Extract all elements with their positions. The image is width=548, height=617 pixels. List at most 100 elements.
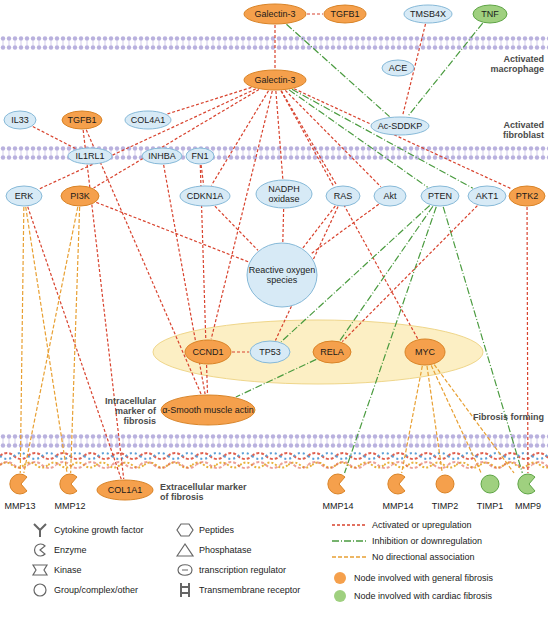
molecule-node: α-Smooth muscle actin [160, 394, 256, 426]
interaction-line [342, 206, 477, 342]
molecule-node: TNF [472, 4, 508, 24]
molecule-shape [421, 186, 459, 206]
fibrosis-membrane [0, 434, 548, 448]
interaction-line [281, 91, 337, 186]
node-label: TP53 [259, 347, 281, 357]
molecule-node: ACE [381, 59, 415, 77]
node-label: IL1RL1 [75, 151, 104, 161]
molecule-node: AKT1 [467, 185, 507, 207]
molecule-node: Galectin-3 [243, 69, 307, 91]
interaction-line [86, 130, 201, 394]
interaction-line [285, 90, 380, 186]
enzyme-symbol [60, 474, 77, 494]
type-symbol [181, 583, 189, 597]
legend-entry: Inhibition or downregulation [330, 536, 482, 546]
molecule-shape [468, 186, 506, 206]
color-swatch [330, 588, 350, 604]
connector-group [20, 14, 528, 479]
molecule-shape [142, 148, 182, 164]
node-label: FN1 [191, 151, 208, 161]
node-label: TGFB1 [330, 9, 359, 19]
type-symbol [177, 524, 193, 536]
node-label: PTK2 [516, 191, 539, 201]
region-label: Fibrosis forming [470, 412, 544, 422]
interaction-line [211, 91, 268, 186]
molecule-shape [326, 186, 360, 206]
node-label: α-Smooth muscle actin [162, 405, 254, 415]
legend-entry: Cytokine growth factor [30, 522, 144, 538]
legend-text: transcription regulator [199, 565, 286, 575]
interaction-line [427, 366, 442, 473]
node-label: MMP14 [312, 501, 364, 511]
node-label: TMSB4X [410, 9, 446, 19]
molecule-shape [405, 339, 445, 365]
interaction-line [443, 207, 522, 473]
molecule-shape [4, 111, 36, 129]
molecule-node: INHBA [141, 147, 183, 165]
node-label: Reactive oxygen species [248, 265, 316, 285]
node-label: MMP14 [372, 501, 424, 511]
type-symbol [35, 544, 45, 556]
node-label: TGFB1 [67, 115, 96, 125]
molecule-node: PTK2 [508, 185, 546, 207]
legend-entry: Kinase [30, 562, 82, 578]
type-symbol [33, 565, 47, 575]
legend-text: Cytokine growth factor [54, 525, 144, 535]
node-label: ERK [15, 191, 34, 201]
molecule-shape [185, 340, 231, 364]
shape-sample [30, 522, 50, 538]
molecule-shape [247, 243, 317, 307]
target-node: MMP12 [50, 473, 90, 511]
node-label: TIMP2 [419, 501, 471, 511]
node-label: PTEN [428, 191, 452, 201]
macrophage-membrane [0, 36, 548, 50]
node-label: MMP13 [0, 501, 46, 511]
line-sample-stroke [332, 524, 366, 526]
node-label: Akt [383, 191, 396, 201]
interaction-line [96, 202, 249, 262]
region-label: Activated fibroblast [462, 120, 544, 140]
molecule-shape [68, 148, 112, 164]
collagen-fibers [0, 457, 548, 473]
type-symbol [177, 544, 193, 556]
molecule-node: Galectin-3 [243, 3, 307, 25]
legend-entry: Transmembrane receptor [175, 582, 300, 598]
molecule-shape [382, 60, 414, 76]
molecule-node: CCND1 [184, 339, 232, 365]
shape-sample [175, 562, 195, 578]
shape-sample [30, 562, 50, 578]
interaction-line [408, 23, 483, 116]
molecule-shape [244, 4, 306, 24]
molecule-shape [186, 148, 214, 164]
shape-sample [30, 582, 50, 598]
molecule-node: TMSB4X [403, 4, 453, 24]
molecule-shape [509, 186, 545, 206]
molecule-node: COL1A1 [96, 479, 154, 501]
group-symbol [34, 584, 46, 596]
molecule-shape [244, 70, 306, 90]
interaction-line [276, 91, 283, 179]
molecule-node: TGFB1 [323, 4, 367, 24]
target-node: MMP14 [378, 473, 418, 511]
node-label: MYC [415, 347, 435, 357]
node-label: MMP12 [44, 501, 96, 511]
legend-text: Group/complex/other [54, 585, 138, 595]
molecule-node: ERK [5, 185, 43, 207]
interaction-line [274, 25, 275, 69]
molecule-node: MYC [404, 338, 446, 366]
legend-entry: Peptides [175, 522, 234, 538]
node-label: Ac-SDDKP [378, 121, 423, 131]
legend-entry: Phosphatase [175, 542, 252, 558]
node-label: COL4A1 [131, 115, 166, 125]
node-label: COL1A1 [108, 485, 143, 495]
interaction-line [340, 206, 433, 341]
interaction-line [289, 90, 428, 187]
molecule-shape [125, 111, 171, 129]
interaction-line [526, 207, 528, 473]
line-sample [330, 536, 368, 546]
nucleus-ellipse [153, 320, 483, 384]
molecule-node: RELA [312, 340, 352, 364]
molecule-shape [371, 117, 429, 135]
molecule-shape [6, 186, 42, 206]
node-label: IL33 [11, 115, 29, 125]
